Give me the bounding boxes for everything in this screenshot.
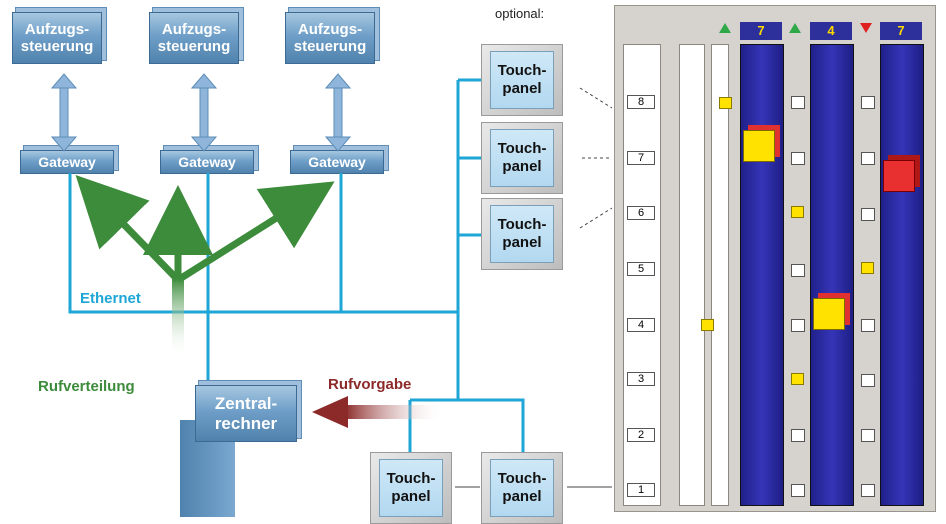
- elevator-controller-1: Aufzugs- steuerung: [12, 12, 102, 64]
- call-checkbox[interactable]: [861, 484, 875, 497]
- call-checkbox[interactable]: [791, 319, 805, 332]
- call-checkbox[interactable]: [791, 484, 805, 497]
- gateway-2: Gateway: [160, 150, 254, 174]
- call-checkbox[interactable]: [861, 429, 875, 442]
- touch-panel-5[interactable]: Touch- panel: [481, 452, 563, 524]
- call-checkbox[interactable]: [791, 152, 805, 165]
- elevator-controller-3: Aufzugs- steuerung: [285, 12, 375, 64]
- call-checkbox[interactable]: [861, 208, 875, 221]
- rufverteilung-label: Rufverteilung: [38, 378, 135, 395]
- call-checkbox[interactable]: [861, 319, 875, 332]
- elevator-shaft-3: [880, 44, 924, 506]
- touch-panel-label: Touch- panel: [490, 51, 554, 109]
- touch-panel-1[interactable]: Touch- panel: [481, 44, 563, 116]
- floor-label-5: 5: [627, 262, 655, 276]
- floor-label-2: 2: [627, 428, 655, 442]
- floor-label-4: 4: [627, 318, 655, 332]
- touch-panel-label: Touch- panel: [490, 459, 554, 517]
- call-indicator: [701, 319, 714, 331]
- elevator-2-floor-indicator: 4: [810, 22, 852, 40]
- touch-panel-label: Touch- panel: [490, 129, 554, 187]
- down-arrow-icon: [860, 23, 872, 33]
- up-arrow-icon: [789, 23, 801, 33]
- touch-panel-label: Touch- panel: [379, 459, 443, 517]
- elevator-3-floor-indicator: 7: [880, 22, 922, 40]
- floor-label-6: 6: [627, 206, 655, 220]
- button-column: [711, 44, 729, 506]
- ethernet-label: Ethernet: [80, 290, 141, 307]
- elevator-display-panel: 7 4 7 8 7 6 5 4 3 2 1: [614, 5, 936, 512]
- up-arrow-icon: [719, 23, 731, 33]
- call-indicator: [791, 206, 804, 218]
- call-indicator: [719, 97, 732, 109]
- call-indicator: [861, 262, 874, 274]
- call-checkbox[interactable]: [791, 264, 805, 277]
- gateway-3: Gateway: [290, 150, 384, 174]
- elevator-shaft-1: [740, 44, 784, 506]
- floor-label-7: 7: [627, 151, 655, 165]
- elevator-car-1: [743, 130, 775, 162]
- elevator-shaft-2: [810, 44, 854, 506]
- central-computer: Zentral- rechner: [195, 385, 297, 442]
- call-indicator: [791, 373, 804, 385]
- elevator-car-2: [813, 298, 845, 330]
- rufvorgabe-label: Rufvorgabe: [328, 376, 412, 393]
- call-checkbox[interactable]: [861, 152, 875, 165]
- elevator-car-3: [883, 160, 915, 192]
- call-checkbox[interactable]: [791, 429, 805, 442]
- optional-label: optional:: [495, 6, 545, 21]
- call-checkbox[interactable]: [861, 96, 875, 109]
- touch-panel-3[interactable]: Touch- panel: [481, 198, 563, 270]
- touch-panel-4[interactable]: Touch- panel: [370, 452, 452, 524]
- floor-label-8: 8: [627, 95, 655, 109]
- floor-label-3: 3: [627, 372, 655, 386]
- elevator-1-floor-indicator: 7: [740, 22, 782, 40]
- touch-panel-label: Touch- panel: [490, 205, 554, 263]
- floor-label-1: 1: [627, 483, 655, 497]
- call-checkbox[interactable]: [791, 96, 805, 109]
- touch-panel-2[interactable]: Touch- panel: [481, 122, 563, 194]
- elevator-controller-2: Aufzugs- steuerung: [149, 12, 239, 64]
- gateway-1: Gateway: [20, 150, 114, 174]
- call-column: [679, 44, 705, 506]
- call-checkbox[interactable]: [861, 374, 875, 387]
